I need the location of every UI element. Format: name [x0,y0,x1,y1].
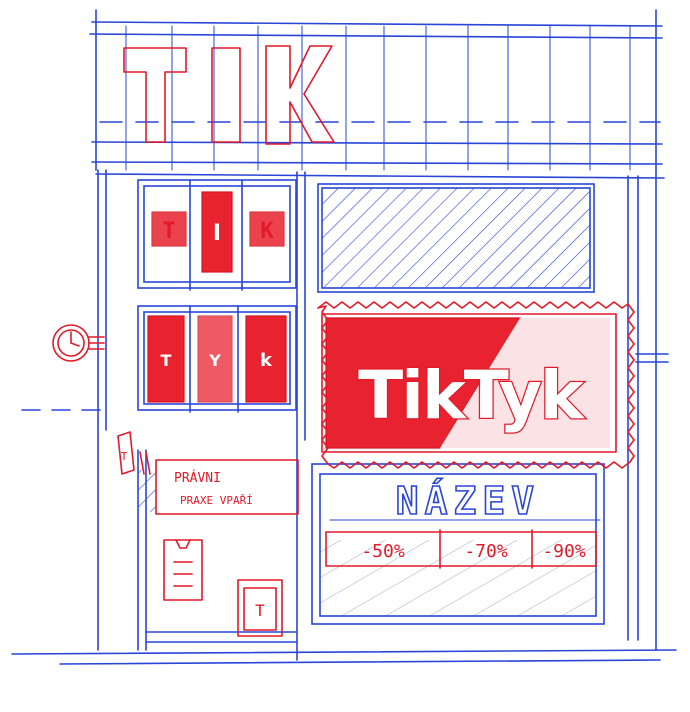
lower-left-window [137,305,297,413]
fascia-letters [123,45,335,145]
facade-frame [11,9,677,665]
upper-left-window [137,179,297,291]
notice-line-2: PRAXE VPAŘÍ [180,494,253,507]
discount-3: -90% [542,541,586,562]
main-sign-zigzag-border [317,301,635,469]
window-top-letter-1: T [162,219,175,244]
lower-right-window [311,463,605,625]
flag-sign [117,431,135,475]
name-sign: NÁZEV [329,478,601,524]
discount-2: -70% [464,541,508,562]
door-menu-board [163,539,203,601]
flag-letter: T [121,450,128,463]
window-top-letter-2: I [213,221,221,246]
door-area [137,449,297,651]
fascia-letter-k [265,45,335,145]
discount-banner: -50% -70% -90% [325,529,597,569]
main-sign: TikTyk [317,301,635,469]
notice-line-1: PRÁVNI [174,470,221,486]
window-bottom-letter-1: T [161,351,172,370]
fascia-letter-t [123,47,187,143]
window-bottom-letter-2: Y [208,351,221,370]
hatched-panel [317,183,595,293]
window-top-letter-3: K [260,219,274,244]
name-sign-text: NÁZEV [396,479,540,523]
window-sign-bottom: T Y k [147,315,287,403]
clock-icon [52,324,105,362]
window-sign-top: T I K [151,191,285,273]
door-sign: T [237,579,283,637]
fascia-letter-i [211,47,241,143]
notice-sign: T PRÁVNI PRAXE VPAŘÍ [117,431,299,515]
main-sign-text: TikTyk [358,357,586,434]
discount-1: -50% [361,541,405,562]
window-bottom-letter-3: k [260,350,273,371]
door-sign-letter: T [255,601,265,620]
